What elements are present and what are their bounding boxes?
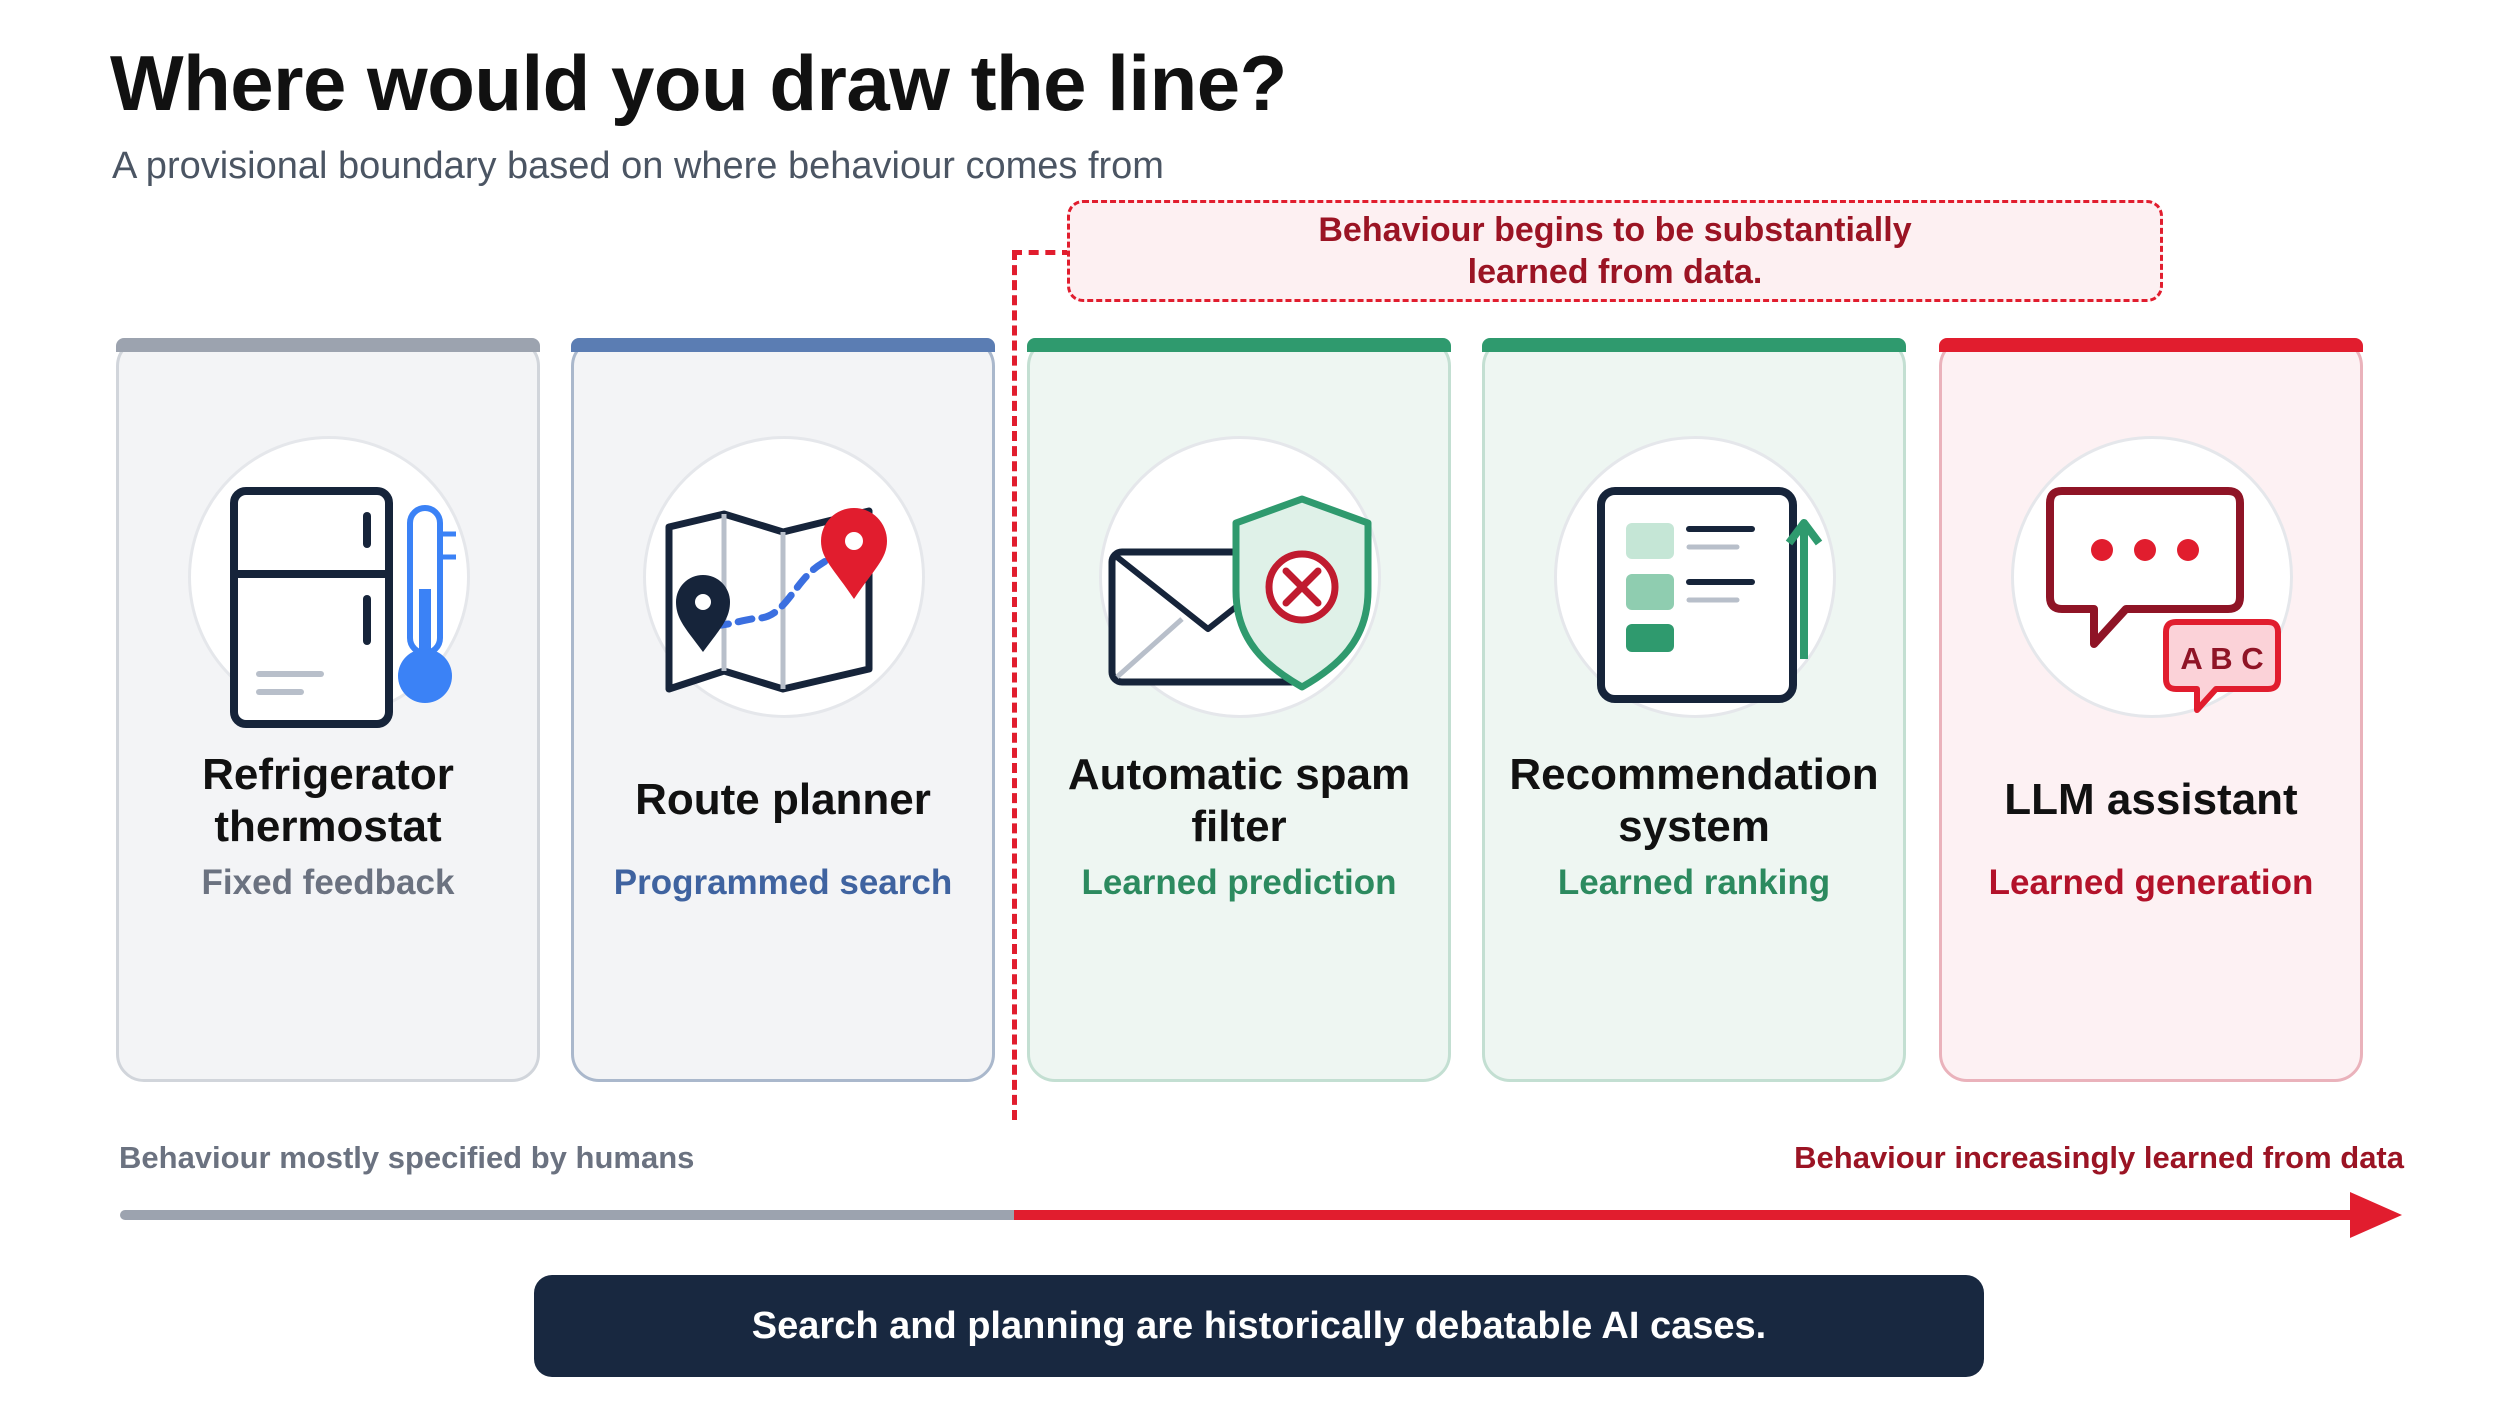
map-route-icon xyxy=(665,507,887,693)
envelope-shield-icon xyxy=(1108,495,1372,691)
icon-badge xyxy=(188,436,470,728)
card-llm-assistant: A B C LLM assistant Learned generation xyxy=(1939,338,2363,1082)
ranked-list-icon xyxy=(1597,487,1823,703)
icon-badge xyxy=(1099,436,1381,718)
icon-badge: A B C xyxy=(2011,436,2293,718)
page-title: Where would you draw the line? xyxy=(110,39,1287,127)
card-accent-bar xyxy=(116,338,540,352)
callout-text: Behaviour begins to be substantially lea… xyxy=(1318,211,1912,291)
page-subtitle: A provisional boundary based on where be… xyxy=(112,145,1164,187)
fridge-thermometer-icon xyxy=(230,487,456,728)
spectrum-axis xyxy=(120,1192,2402,1238)
card-title: Refrigerator thermostat xyxy=(202,750,454,851)
boundary-dashed-line xyxy=(1012,250,1017,1120)
card-category: Fixed feedback xyxy=(201,863,455,902)
card-category: Programmed search xyxy=(613,863,953,902)
card-category: Learned prediction xyxy=(1081,863,1397,902)
axis-right-label: Behaviour increasingly learned from data xyxy=(1794,1140,2404,1175)
boundary-connector xyxy=(1012,250,1072,255)
boundary-callout: Behaviour begins to be substantially lea… xyxy=(1067,200,2163,302)
card-accent-bar xyxy=(1027,338,1451,352)
card-accent-bar xyxy=(1482,338,1906,352)
footer-banner: Search and planning are historically deb… xyxy=(534,1275,1984,1377)
card-title: Automatic spam filter xyxy=(1067,750,1411,851)
card-title: LLM assistant xyxy=(2004,775,2298,824)
card-title: Recommendation system xyxy=(1509,750,1879,851)
card-accent-bar xyxy=(571,338,995,352)
card-category: Learned generation xyxy=(1988,863,2314,902)
abc-label: A B C xyxy=(2180,641,2263,676)
footer-text: Search and planning are historically deb… xyxy=(751,1304,1767,1347)
card-accent-bar xyxy=(1939,338,2363,352)
card-refrigerator-thermostat: Refrigerator thermostat Fixed feedback xyxy=(116,338,540,1082)
card-route-planner: Route planner Programmed search xyxy=(571,338,995,1082)
icon-badge xyxy=(643,436,925,718)
axis-left-label: Behaviour mostly specified by humans xyxy=(119,1140,695,1175)
card-category: Learned ranking xyxy=(1557,863,1831,902)
card-recommendation-system: Recommendation system Learned ranking xyxy=(1482,338,1906,1082)
card-title: Route planner xyxy=(635,775,931,824)
chat-abc-icon: A B C xyxy=(2046,487,2281,713)
card-automatic-spam-filter: Automatic spam filter Learned prediction xyxy=(1027,338,1451,1082)
icon-badge xyxy=(1554,436,1836,718)
arrow-head-icon xyxy=(2350,1192,2402,1238)
